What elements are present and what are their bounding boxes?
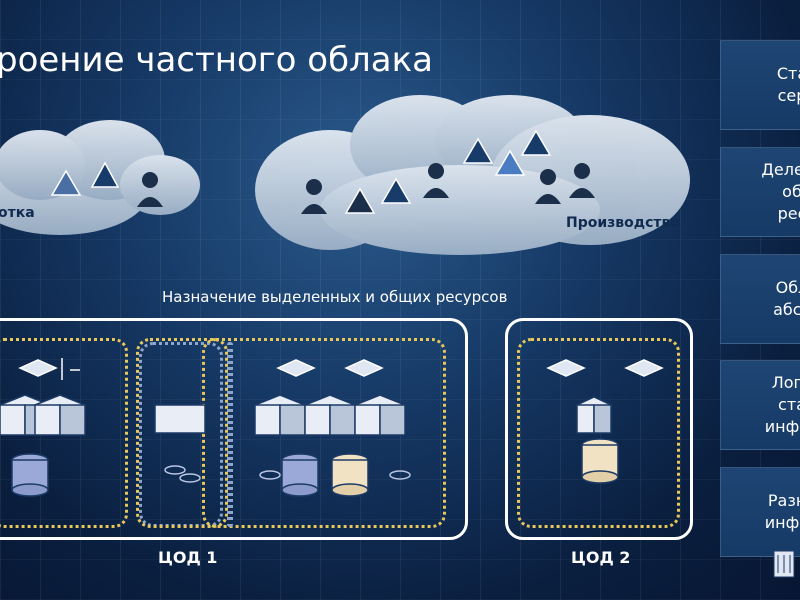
production-cloud-label: Производство <box>566 215 680 231</box>
page-title: роение частного облака <box>0 40 433 80</box>
side-panel-2-label: Делеги об рес <box>761 160 800 223</box>
right-cloud <box>255 95 690 255</box>
datacenter-2-label: ЦОД 2 <box>571 548 631 567</box>
side-panel-2: Делеги об рес <box>720 147 800 237</box>
service-icons <box>50 129 552 214</box>
datacenter-1-box <box>0 318 468 540</box>
side-panel-4: Логи ста инфра <box>720 360 800 450</box>
network-switch-icons <box>18 358 664 380</box>
dc1-zone-a <box>0 338 128 528</box>
dc2-zone <box>517 338 680 528</box>
dev-cloud-label: отка <box>0 205 35 221</box>
datacenter-1-label: ЦОД 1 <box>158 548 218 567</box>
clouds-illustration <box>0 95 690 255</box>
datacenter-2-box <box>505 318 693 540</box>
side-panel-4-label: Логи ста инфра <box>764 373 800 436</box>
side-panel-1-label: Ста сер <box>776 64 800 105</box>
user-icons <box>137 163 595 214</box>
side-panel-3-label: Обл абст <box>773 278 800 319</box>
server-rack-icons <box>0 394 613 436</box>
side-panel-3: Обл абст <box>720 254 800 344</box>
side-panel-5: Разно инфра <box>720 467 800 557</box>
storage-icons <box>11 438 619 497</box>
infrastructure-icons <box>0 358 664 497</box>
side-panel-1: Ста сер <box>720 40 800 130</box>
resource-allocation-label: Назначение выделенных и общих ресурсов <box>162 288 508 306</box>
side-panel-5-label: Разно инфра <box>764 491 800 532</box>
dc1-divider <box>227 342 233 527</box>
dc1-zone-b <box>136 338 228 528</box>
rack-cluster-icon <box>773 550 795 578</box>
